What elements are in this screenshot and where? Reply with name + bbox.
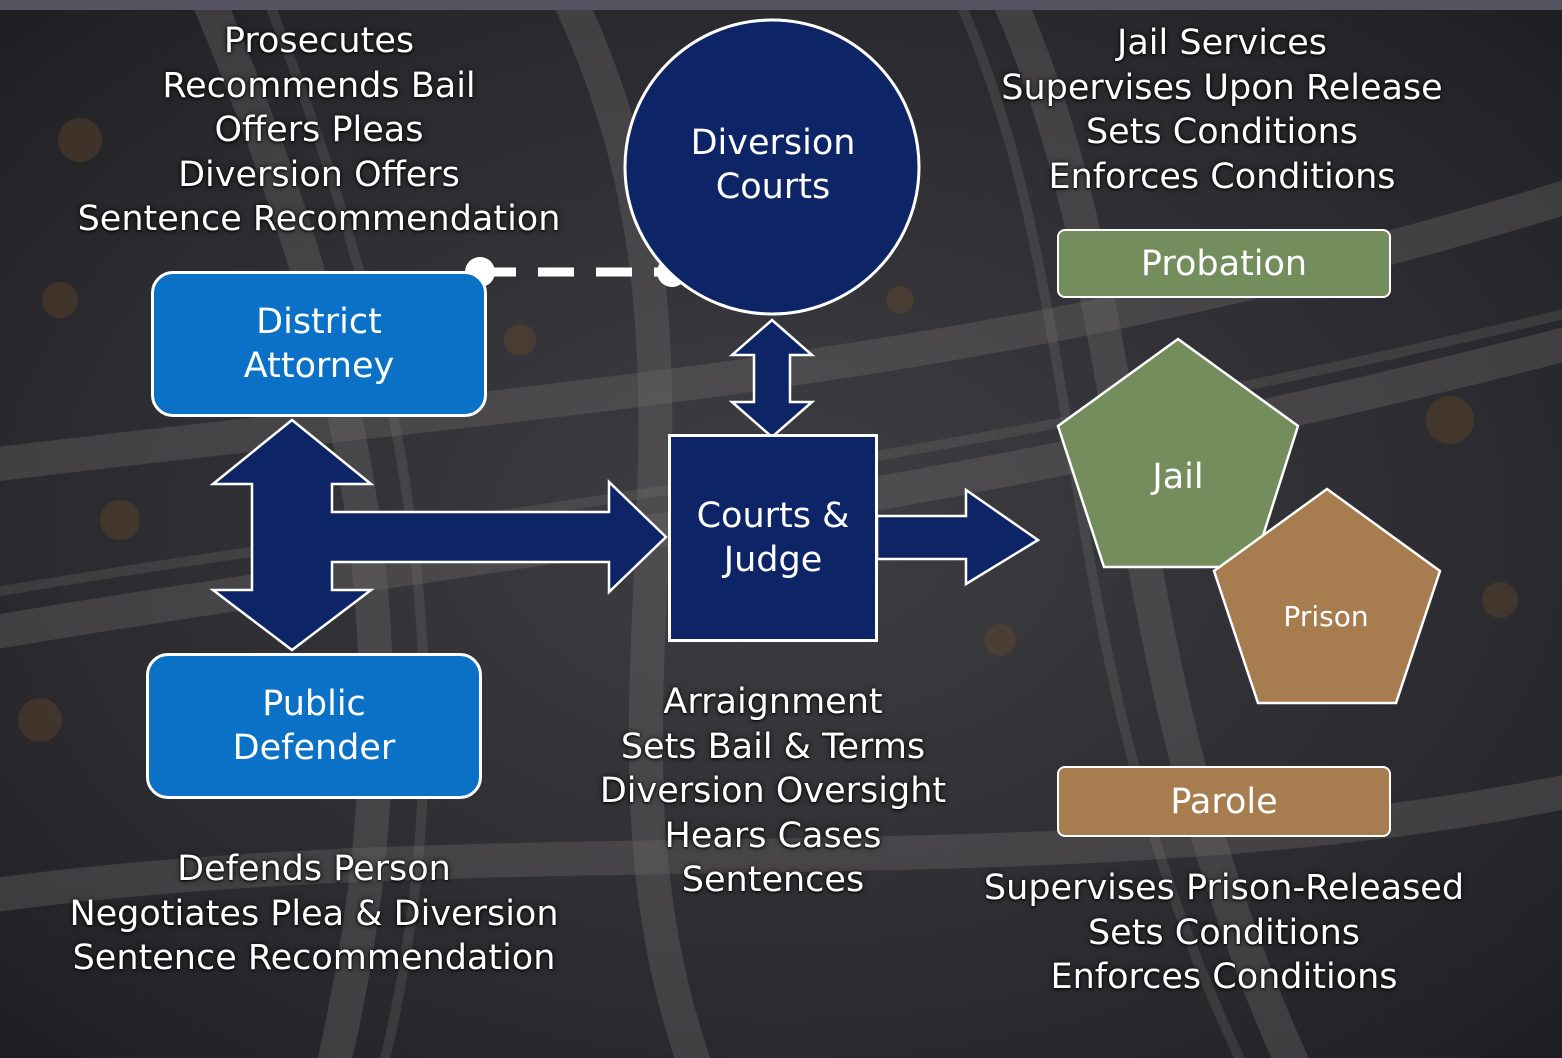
note-line: Sentences <box>681 860 865 901</box>
probation-label: Probation <box>1140 243 1308 284</box>
note-line: Sets Conditions <box>1085 112 1359 153</box>
note-line: Hears Cases <box>664 815 882 856</box>
jail-label: Jail <box>1152 457 1204 497</box>
note-line: Diversion Oversight <box>599 771 947 812</box>
district-attorney-notes: Prosecutes Recommends Bail Offers Pleas … <box>40 19 598 242</box>
prison-label: Prison <box>1283 600 1369 633</box>
parole-box[interactable]: Parole <box>1057 766 1391 837</box>
top-bar <box>0 0 1562 10</box>
note-line: Recommends Bail <box>162 65 476 106</box>
note-line: Supervises Prison-Released <box>983 868 1465 908</box>
courts-to-corrections-arrow <box>875 487 1041 587</box>
diversion-courts-node[interactable]: Diversion Courts <box>625 120 921 210</box>
note-line: Jail Services <box>1117 23 1327 63</box>
probation-notes: Jail Services Supervises Upon Release Se… <box>972 21 1472 199</box>
note-line: Enforces Conditions <box>1050 957 1398 998</box>
note-line: Sentence Recommendation <box>72 938 556 979</box>
note-line: Defends Person <box>177 849 451 889</box>
note-line: Prosecutes <box>223 21 415 61</box>
note-line: Sentence Recommendation <box>77 199 561 240</box>
note-line: Enforces Conditions <box>1048 156 1396 197</box>
courts-judge-notes: Arraignment Sets Bail & Terms Diversion … <box>573 680 973 903</box>
note-line: Offers Pleas <box>214 110 424 151</box>
note-line: Sets Conditions <box>1087 912 1361 953</box>
courts-judge-label-line1: Courts & <box>696 496 850 536</box>
district-attorney-box[interactable]: District Attorney <box>151 271 487 417</box>
diversion-courts-circle <box>623 18 921 316</box>
probation-box[interactable]: Probation <box>1057 229 1391 298</box>
courts-judge-box[interactable]: Courts & Judge <box>668 434 878 642</box>
public-defender-notes: Defends Person Negotiates Plea & Diversi… <box>30 847 598 981</box>
public-defender-label-line2: Defender <box>232 728 396 768</box>
parole-notes: Supervises Prison-Released Sets Conditio… <box>954 866 1494 1000</box>
note-line: Arraignment <box>663 682 883 722</box>
diversion-courts-label-line2: Courts <box>715 167 831 207</box>
district-attorney-label-line2: Attorney <box>243 346 395 386</box>
district-attorney-label-line1: District <box>256 302 382 342</box>
courts-judge-label-line2: Judge <box>723 540 823 580</box>
note-line: Sets Bail & Terms <box>620 726 926 767</box>
note-line: Supervises Upon Release <box>1001 67 1443 108</box>
diversion-courts-label-line1: Diversion <box>690 123 856 163</box>
public-defender-label-line1: Public <box>262 684 366 724</box>
parole-label: Parole <box>1170 781 1278 822</box>
jail-pentagon <box>1056 337 1300 569</box>
diversion-courts-double-arrow <box>728 318 816 439</box>
prison-pentagon <box>1212 487 1442 705</box>
public-defender-box[interactable]: Public Defender <box>146 653 482 799</box>
note-line: Diversion Offers <box>178 154 460 195</box>
da-pd-to-courts-arrow <box>209 418 668 652</box>
note-line: Negotiates Plea & Diversion <box>69 893 559 934</box>
